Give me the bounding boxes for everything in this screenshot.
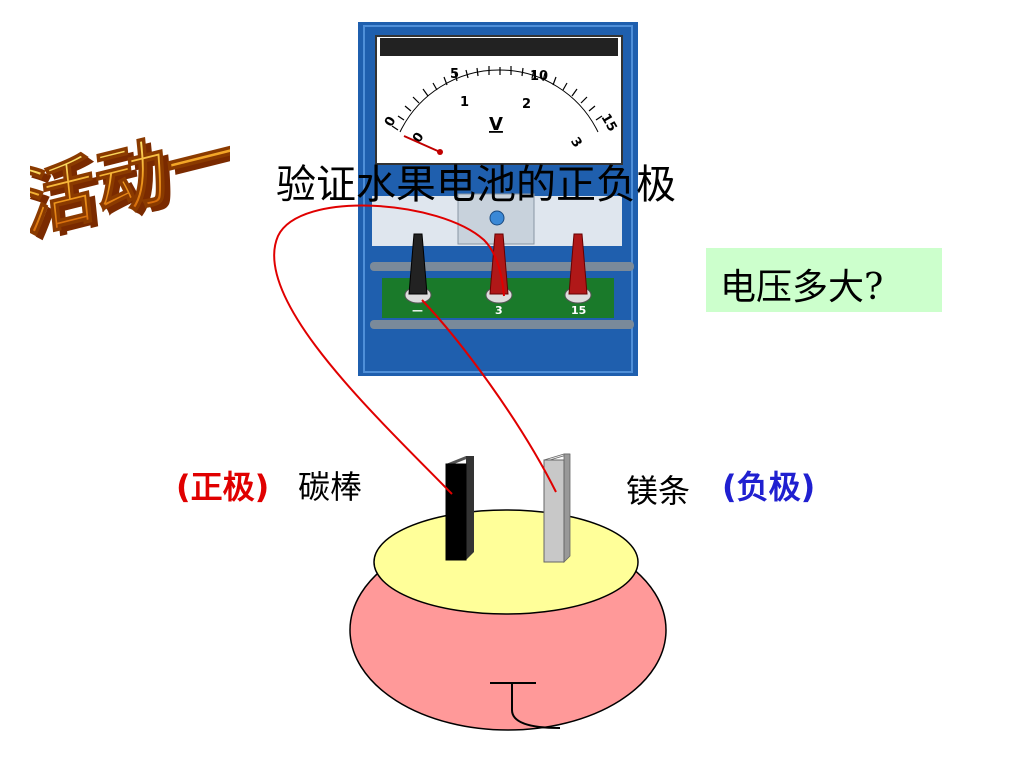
terminal-15v <box>564 233 592 304</box>
negative-pole-tag: (负极) <box>722 468 816 506</box>
scale-inner-2: 2 <box>522 97 531 112</box>
terminal-label-negative: — <box>412 304 423 317</box>
zero-adjust-knob <box>489 210 505 226</box>
carbon-rod-label: 碳棒 <box>298 468 363 506</box>
question-text: 电压多大? <box>720 267 884 308</box>
terminal-label-3: 3 <box>495 304 503 317</box>
wire-magnesium-to-negative <box>421 299 557 493</box>
question-box: 电压多大? <box>706 248 942 312</box>
meter-needle <box>403 135 441 153</box>
scale-inner-1: 1 <box>460 95 469 110</box>
slide-title: 验证水果电池的正负极 <box>276 162 676 208</box>
fruit-stem <box>490 682 561 729</box>
activity-heading: 活动一: 活动一: <box>30 101 230 250</box>
fruit-cut-surface <box>373 509 639 615</box>
fruit-battery <box>349 509 667 731</box>
meter-dial <box>375 35 623 165</box>
meter-top-bar <box>380 38 618 56</box>
positive-pole-tag: (正极) <box>176 468 270 506</box>
scale-outer-5: 5 <box>450 67 459 82</box>
dial-ticks <box>391 66 603 131</box>
terminal-negative <box>404 233 432 304</box>
scale-outer-10: 10 <box>530 69 548 84</box>
carbon-rod <box>445 456 474 561</box>
terminal-label-15: 15 <box>571 304 586 317</box>
voltmeter: 0 5 10 15 0 1 2 3 V <box>358 22 638 376</box>
magnesium-strip <box>543 453 571 563</box>
wire-carbon-to-3v <box>273 204 505 495</box>
terminal-3v <box>485 233 513 304</box>
magnesium-strip-label: 镁条 <box>626 472 691 510</box>
unit-label: V <box>489 114 503 135</box>
